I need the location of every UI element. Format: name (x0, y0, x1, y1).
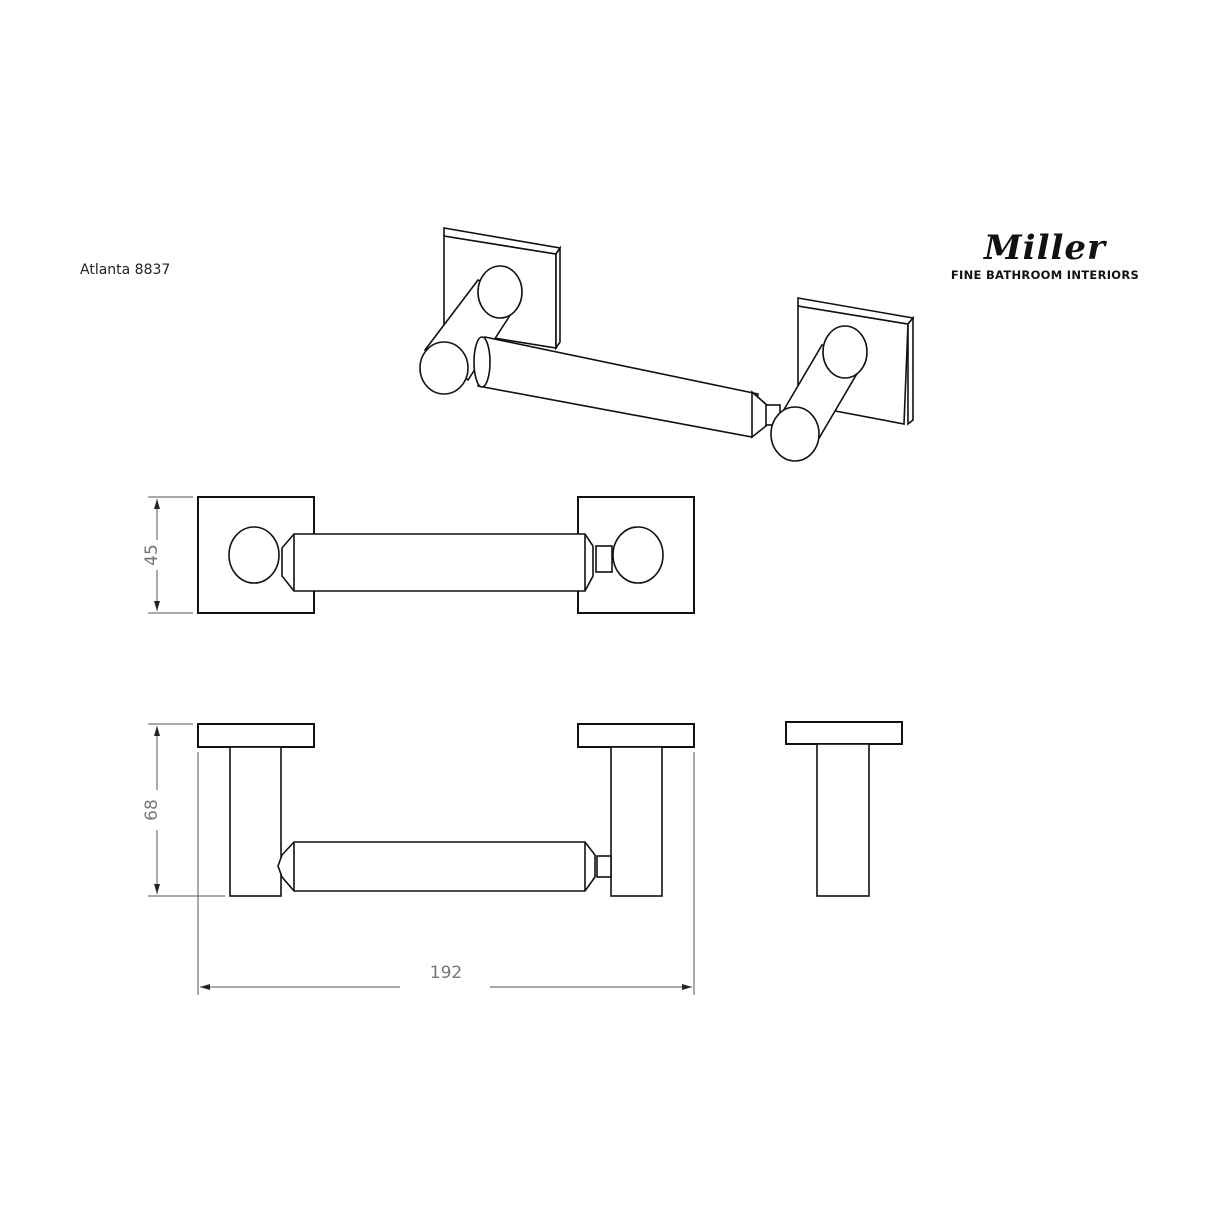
side-view (785, 721, 903, 897)
product-name: Atlanta 8837 (80, 262, 171, 278)
dimension-width-front: 192 (430, 963, 462, 983)
brand-logo: Miller FINE BATHROOM INTERIORS (950, 228, 1140, 282)
isometric-view (419, 227, 915, 462)
top-view-dimension (148, 496, 193, 614)
dimension-height-top: 45 (142, 544, 162, 566)
brand-name: Miller (984, 228, 1106, 268)
dimension-height-front: 68 (142, 799, 162, 821)
front-view (197, 723, 695, 897)
top-view (197, 496, 695, 614)
brand-tagline: FINE BATHROOM INTERIORS (950, 268, 1140, 282)
front-view-dimension (148, 723, 695, 995)
